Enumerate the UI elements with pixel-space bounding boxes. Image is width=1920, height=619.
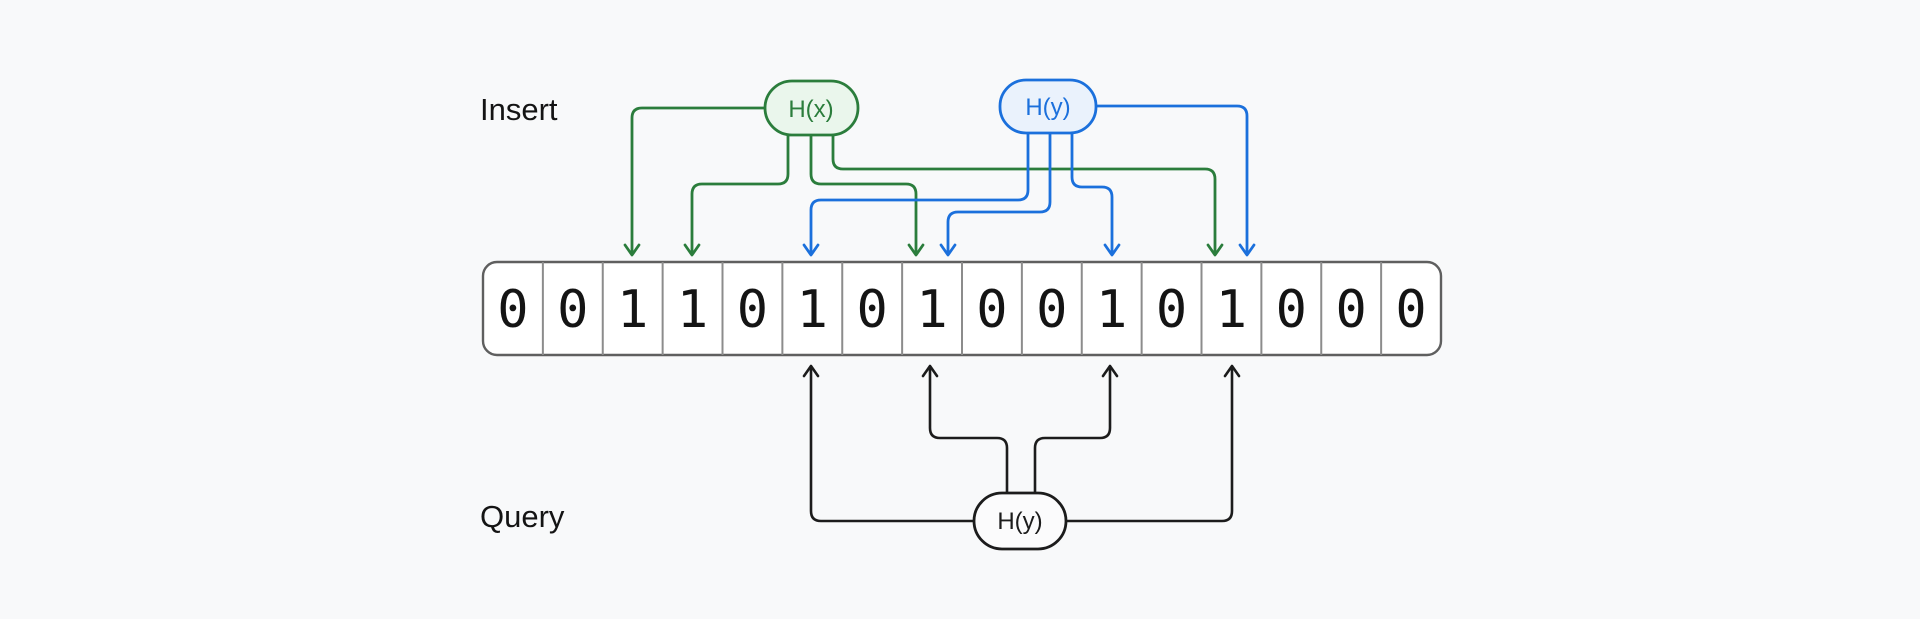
hash-x-node-box (763, 79, 860, 137)
insert-hy-arrow-cell-10-line (1070, 131, 1114, 254)
insert-label: Insert (480, 92, 558, 127)
bit-cell-12: 1 (1216, 280, 1247, 340)
hash-x-node-label: H(x) (788, 96, 833, 123)
insert-hx-arrow-cell-2 (623, 106, 767, 257)
query-arrow-cell-7-line (928, 367, 1009, 495)
insert-hx-arrow-cell-12-line (831, 133, 1217, 254)
insert-hx-arrow-cell-12 (831, 133, 1224, 257)
bit-cell-13: 0 (1276, 280, 1307, 340)
bit-cell-2: 1 (617, 280, 648, 340)
insert-hy-arrow-cell-7-arrowhead (939, 243, 957, 257)
arrow-layer (623, 104, 1256, 523)
bit-cell-8: 0 (976, 280, 1007, 340)
hash-x-node: H(x) (763, 79, 860, 137)
insert-hy-arrow-cell-7 (939, 131, 1052, 257)
insert-hy-arrow-cell-5-arrowhead (802, 243, 820, 257)
query-arrow-cell-12-line (1064, 367, 1234, 523)
bit-cell-5: 1 (797, 280, 828, 340)
query-arrow-cell-5 (802, 364, 976, 523)
insert-hy-arrow-cell-12-line (1094, 104, 1249, 254)
bit-cell-15: 0 (1395, 280, 1426, 340)
bit-cell-7: 1 (916, 280, 947, 340)
bit-cell-0: 0 (497, 280, 528, 340)
query-arrow-cell-10-arrowhead (1101, 364, 1119, 378)
bit-cell-14: 0 (1336, 280, 1367, 340)
insert-hx-arrow-cell-3-line (690, 133, 790, 254)
query-arrow-cell-12 (1064, 364, 1241, 523)
bit-cell-9: 0 (1036, 280, 1067, 340)
query-arrow-cell-5-arrowhead (802, 364, 820, 378)
query-arrow-cell-7-arrowhead (921, 364, 939, 378)
bit-cell-1: 0 (557, 280, 588, 340)
insert-hy-arrow-cell-12-arrowhead (1238, 243, 1256, 257)
query-arrow-cell-10-line (1033, 367, 1112, 495)
query-arrow-cell-10 (1033, 364, 1119, 495)
bit-cell-10: 1 (1096, 280, 1127, 340)
hash-y-node: H(y) (998, 78, 1098, 135)
hash-y-node-box (998, 78, 1098, 135)
insert-hx-arrow-cell-7-arrowhead (907, 243, 925, 257)
insert-hy-arrow-cell-7-line (946, 131, 1052, 254)
bit-cell-3: 1 (677, 280, 708, 340)
query-hash-node: H(y) (972, 491, 1068, 551)
insert-hy-arrow-cell-10-arrowhead (1103, 243, 1121, 257)
insert-hx-arrow-cell-3 (683, 133, 790, 257)
insert-hy-arrow-cell-12 (1094, 104, 1256, 257)
insert-hy-arrow-cell-10 (1070, 131, 1121, 257)
query-arrow-cell-7 (921, 364, 1009, 495)
query-arrow-cell-5-line (809, 367, 976, 523)
insert-hy-arrow-cell-5 (802, 131, 1030, 257)
query-arrow-cell-12-arrowhead (1223, 364, 1241, 378)
bit-cell-6: 0 (857, 280, 888, 340)
bit-cell-11: 0 (1156, 280, 1187, 340)
insert-hx-arrow-cell-7-line (809, 133, 918, 254)
insert-hx-arrow-cell-7 (809, 133, 925, 257)
insert-hx-arrow-cell-3-arrowhead (683, 243, 701, 257)
insert-hx-arrow-cell-12-arrowhead (1206, 243, 1224, 257)
insert-hy-arrow-cell-5-line (809, 131, 1030, 254)
query-hash-node-box (972, 491, 1068, 551)
query-label: Query (480, 499, 565, 534)
insert-hx-arrow-cell-2-line (630, 106, 767, 254)
hash-y-node-label: H(y) (1025, 94, 1070, 121)
insert-hx-arrow-cell-2-arrowhead (623, 243, 641, 257)
bit-cell-4: 0 (737, 280, 768, 340)
query-hash-node-label: H(y) (997, 508, 1042, 535)
